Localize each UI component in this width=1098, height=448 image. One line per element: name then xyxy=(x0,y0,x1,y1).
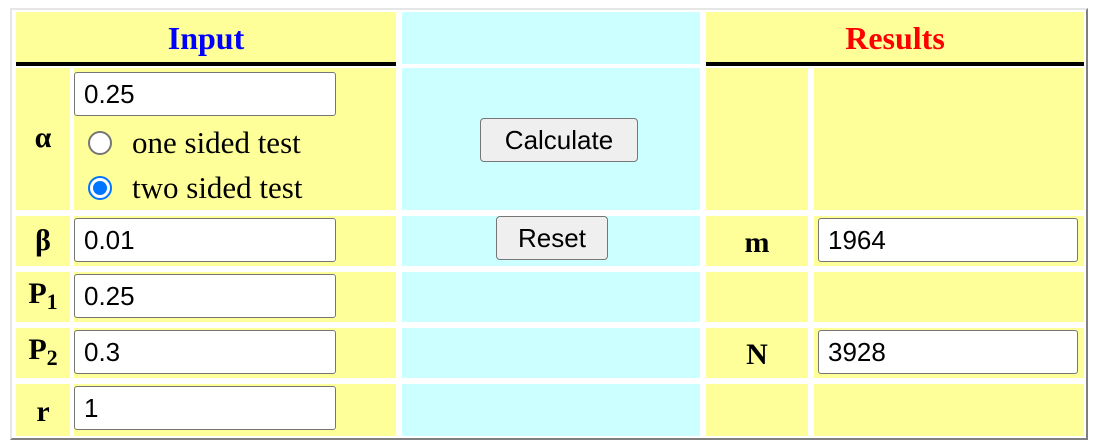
p1-buttons-cell xyxy=(402,272,700,322)
p2-label-cell: P2 xyxy=(16,328,70,378)
reset-button[interactable]: Reset xyxy=(496,216,608,260)
p2-input[interactable] xyxy=(74,330,336,374)
calculator-table: Input Results α one sided test two sided… xyxy=(10,8,1088,440)
p2-label-subscript: 2 xyxy=(46,345,58,370)
input-header-title: Input xyxy=(167,20,245,56)
beta-label-cell: β xyxy=(16,216,70,266)
results-header-rule xyxy=(706,62,1084,66)
p1-label-subscript: 1 xyxy=(46,289,58,314)
buttons-header-cell xyxy=(402,12,700,64)
input-header-rule xyxy=(16,62,396,66)
calculate-button[interactable]: Calculate xyxy=(480,118,638,162)
p2-buttons-cell xyxy=(402,328,700,378)
r-label-cell: r xyxy=(16,384,70,436)
p1-results-value-cell xyxy=(814,272,1084,322)
beta-input[interactable] xyxy=(74,218,336,262)
two-sided-label: two sided test xyxy=(132,170,303,205)
p1-label: P1 xyxy=(16,276,70,314)
alpha-input[interactable] xyxy=(74,72,336,116)
n-output[interactable] xyxy=(818,330,1078,374)
r-results-value-cell xyxy=(814,384,1084,436)
m-label-cell: m xyxy=(706,216,808,266)
alpha-label: α xyxy=(34,121,52,154)
one-sided-option[interactable]: one sided test xyxy=(84,123,301,163)
n-label: N xyxy=(746,338,768,371)
n-label-cell: N xyxy=(706,328,808,378)
one-sided-radio[interactable] xyxy=(88,131,112,155)
m-output[interactable] xyxy=(818,218,1078,262)
p1-results-label-cell xyxy=(706,272,808,322)
results-empty-value-cell xyxy=(814,68,1084,210)
p1-label-cell: P1 xyxy=(16,272,70,322)
r-results-label-cell xyxy=(706,384,808,436)
alpha-label-cell: α xyxy=(16,68,70,210)
p1-label-letter: P xyxy=(28,277,47,310)
results-header-cell: Results xyxy=(706,12,1084,64)
results-empty-label-cell xyxy=(706,68,808,210)
r-label: r xyxy=(36,395,50,428)
m-label: m xyxy=(744,226,770,259)
one-sided-label: one sided test xyxy=(132,125,301,160)
results-header-title: Results xyxy=(845,20,945,56)
radio-selected-dot xyxy=(93,181,107,195)
two-sided-option[interactable]: two sided test xyxy=(84,168,303,208)
r-input[interactable] xyxy=(74,386,336,430)
beta-label: β xyxy=(35,224,51,257)
p2-label: P2 xyxy=(16,332,70,370)
input-header-cell: Input xyxy=(16,12,396,64)
two-sided-radio[interactable] xyxy=(88,176,112,200)
p1-input[interactable] xyxy=(74,274,336,318)
r-buttons-cell xyxy=(402,384,700,436)
p2-label-letter: P xyxy=(28,333,47,366)
